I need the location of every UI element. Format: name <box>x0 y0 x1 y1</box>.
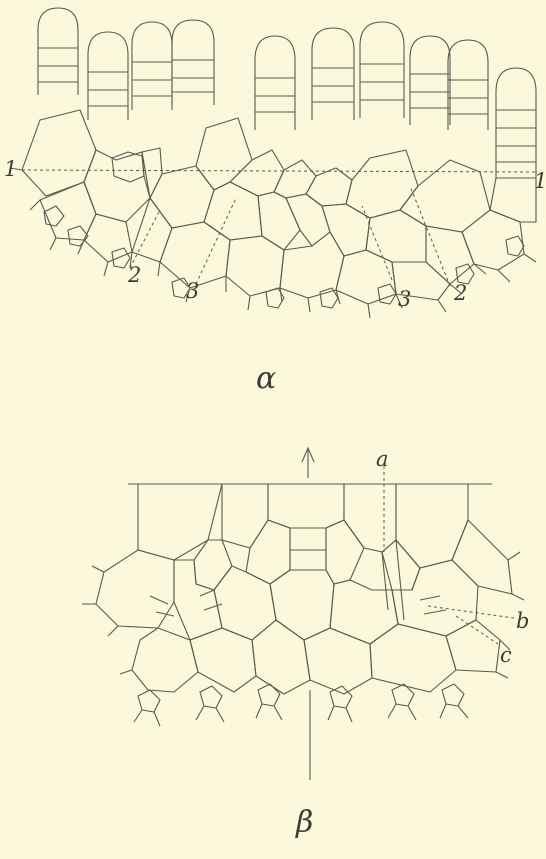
caption-beta: β <box>295 805 313 840</box>
arrow-up-icon <box>302 448 314 478</box>
label-layer-1-left: 1 <box>4 157 17 181</box>
label-layer-3-left: 3 <box>186 279 199 303</box>
label-layer-3-right: 3 <box>398 287 411 311</box>
tissue-alpha <box>22 110 536 304</box>
label-layer-2-left: 2 <box>127 263 141 287</box>
label-c: c <box>500 643 512 667</box>
label-layer-1-right: 1 <box>534 169 546 193</box>
tissue-beta <box>96 484 512 694</box>
label-a: a <box>376 447 389 471</box>
leader-lines-alpha <box>22 170 536 286</box>
figure-beta: a b c β <box>82 447 529 840</box>
filament-row <box>38 8 536 178</box>
label-b: b <box>516 609 529 633</box>
figure-alpha: 1 1 2 3 3 2 α <box>4 8 546 396</box>
caption-alpha: α <box>256 361 276 396</box>
label-layer-2-right: 2 <box>453 281 467 305</box>
